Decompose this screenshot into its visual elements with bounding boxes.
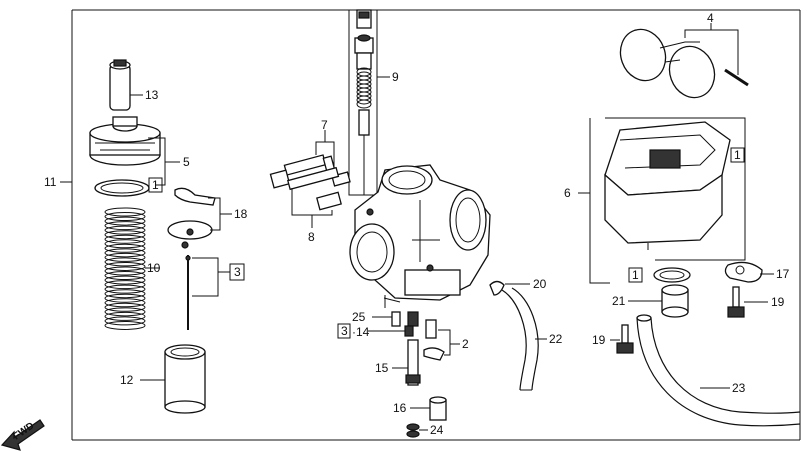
callout-17: 17 xyxy=(776,267,790,281)
spring-coil xyxy=(104,216,146,226)
boxed-ref-1-gasket-frame xyxy=(730,147,745,163)
callout-11: 11 xyxy=(44,175,57,189)
carburetor-body xyxy=(349,164,491,308)
part-16-jet-holder xyxy=(429,396,447,421)
spring-coil xyxy=(104,243,146,253)
callout-7: 7 xyxy=(321,118,328,132)
spring-coil xyxy=(104,320,146,330)
callout-20: 20 xyxy=(533,277,547,291)
jet-needle xyxy=(185,255,191,330)
callout-6: 6 xyxy=(564,186,571,200)
callout-9: 9 xyxy=(392,70,399,84)
spring-coil xyxy=(104,212,146,222)
spring-coil xyxy=(104,207,146,217)
spring-coil xyxy=(104,316,146,326)
part-13-jet-needle-holder xyxy=(109,59,131,111)
callout-13: 13 xyxy=(145,88,159,102)
part-17-hose-clamp xyxy=(724,261,763,283)
callout-22: 22 xyxy=(549,332,563,346)
callout-16: 16 xyxy=(393,401,407,415)
callout-19-left: 19 xyxy=(592,333,606,347)
part-19-screw-right xyxy=(727,286,745,318)
boxed-ref-1-oring-frame xyxy=(628,267,643,283)
callout-8: 8 xyxy=(308,230,315,244)
part-23-drain-hose xyxy=(636,314,801,427)
diagram-frame xyxy=(71,9,801,441)
spring-coil xyxy=(104,271,146,281)
part-5-top-cap xyxy=(89,116,161,166)
part-22-vent-hose xyxy=(501,287,539,391)
callout-10: 10 xyxy=(147,261,161,275)
spring-coil xyxy=(104,298,146,308)
spring-coil xyxy=(104,234,146,244)
part-21-drain-plug xyxy=(661,284,689,318)
fwd-direction-arrow: FWD xyxy=(0,419,45,451)
spring-coil xyxy=(104,248,146,258)
part-9-cable-adjuster xyxy=(354,9,374,195)
spring-coil xyxy=(104,302,146,312)
callout-15: 15 xyxy=(375,361,389,375)
boxed-ref-1-slide-frame xyxy=(148,177,163,193)
part-10-throttle-spring xyxy=(104,207,146,330)
spring-coil xyxy=(104,289,146,299)
callout-14: ·14 xyxy=(352,325,370,339)
callout-24: 24 xyxy=(430,423,444,437)
part-18-needle-clip-plate xyxy=(167,187,216,249)
part-15-needle-jet xyxy=(405,339,421,386)
spring-coil xyxy=(104,284,146,294)
spring-coil xyxy=(104,225,146,235)
spring-coil xyxy=(104,293,146,303)
part-12-throttle-valve xyxy=(164,344,206,414)
callout-25: 25 xyxy=(352,310,366,324)
callout-4: 4 xyxy=(707,11,714,25)
callout-19-right: 19 xyxy=(771,295,785,309)
boxed-ref-1-slide: 1 xyxy=(152,178,159,192)
part-14-main-jet xyxy=(404,325,414,337)
drain-oring xyxy=(653,267,691,283)
boxed-ref-3-jet-frame xyxy=(337,323,351,339)
callout-21: 21 xyxy=(612,294,626,308)
callout-2: 2 xyxy=(462,337,469,351)
callout-5: 5 xyxy=(183,155,190,169)
spring-coil xyxy=(104,257,146,267)
spring-coil xyxy=(104,221,146,231)
part-4-float xyxy=(619,28,749,99)
part-8-throttle-stop-screw xyxy=(269,166,342,211)
spring-coil xyxy=(104,280,146,290)
callout-12: 12 xyxy=(120,373,134,387)
part-19-screw-left xyxy=(616,324,634,354)
part-2-needle-jet xyxy=(423,319,445,361)
spring-coil xyxy=(104,239,146,249)
spring-coil xyxy=(104,252,146,262)
boxed-ref-3-needle: 3 xyxy=(234,265,241,279)
spring-coil xyxy=(104,261,146,271)
part-24-washer xyxy=(406,423,420,438)
boxed-ref-1-oring: 1 xyxy=(632,268,639,282)
spring-coil xyxy=(356,95,372,105)
boxed-ref-3-jet: 3 xyxy=(341,324,348,338)
spring-coil xyxy=(104,230,146,240)
part-25-pilot-jet xyxy=(391,311,419,327)
callout-18: 18 xyxy=(234,207,248,221)
part-20-hose-clip xyxy=(489,280,505,296)
spring-coil xyxy=(104,307,146,317)
callout-23: 23 xyxy=(732,381,746,395)
spring-coil xyxy=(356,99,372,109)
cap-gasket xyxy=(94,179,150,197)
spring-coil xyxy=(104,311,146,321)
boxed-ref-1-gasket: 1 xyxy=(734,148,741,162)
spring-coil xyxy=(104,266,146,276)
spring-coil xyxy=(104,275,146,285)
boxed-ref-3-needle-frame xyxy=(229,263,245,281)
part-6-float-bowl xyxy=(604,121,731,250)
